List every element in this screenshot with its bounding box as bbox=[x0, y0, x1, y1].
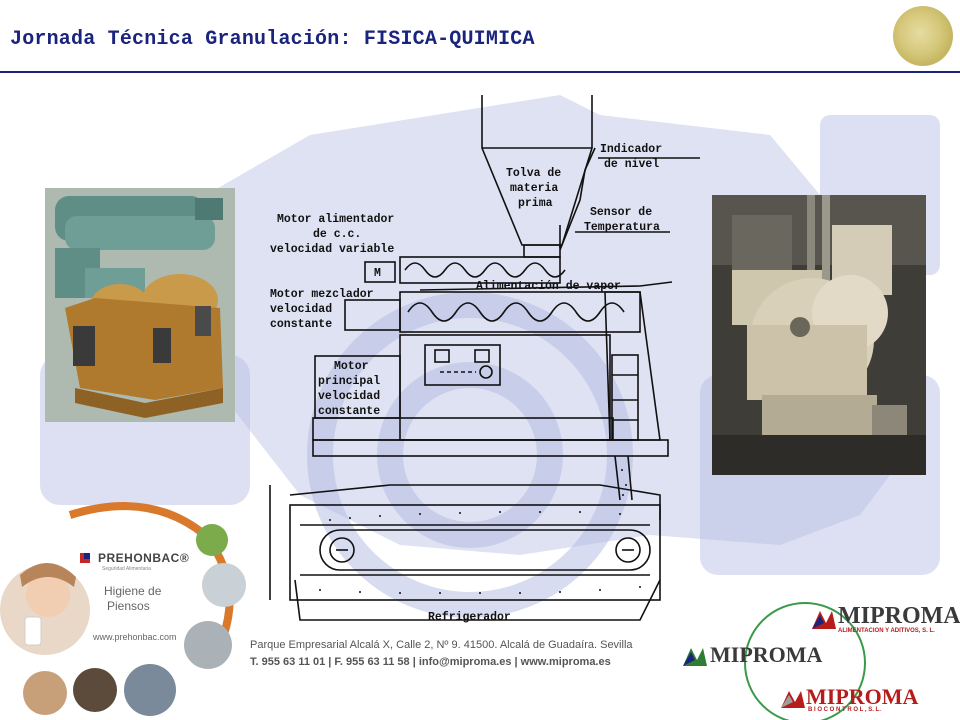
label-level-indicator-1: Indicador bbox=[600, 143, 662, 156]
label-motor-symbol: M bbox=[374, 267, 381, 280]
miproma-mark-icon-green bbox=[683, 648, 707, 666]
label-main-motor-1: Motor bbox=[334, 360, 369, 373]
miproma-tagline-1: ALIMENTACION Y ADITIVOS, S. L. bbox=[838, 628, 935, 634]
label-mixer-motor-3: constante bbox=[270, 318, 332, 331]
miproma-name-1: MIPROMA bbox=[838, 603, 960, 629]
miproma-mark-icon bbox=[812, 611, 836, 629]
label-temp-sensor-1: Sensor de bbox=[590, 206, 652, 219]
footer-address: Parque Empresarial Alcalá X, Calle 2, Nº… bbox=[250, 639, 633, 651]
label-cooler: Refrigerador bbox=[428, 611, 511, 624]
label-level-indicator-2: de nivel bbox=[604, 158, 659, 171]
prehonbac-ad-graphic bbox=[0, 502, 246, 716]
page-title: Jornada Técnica Granulación: FISICA-QUIM… bbox=[10, 28, 535, 51]
prehonbac-subtitle: Seguridad Alimentaria bbox=[102, 566, 151, 572]
label-feeder-motor-2: de c.c. bbox=[313, 228, 361, 241]
label-feeder-motor-1: Motor alimentador bbox=[277, 213, 394, 226]
prehonbac-line2: Piensos bbox=[107, 599, 150, 613]
prehonbac-line1: Higiene de bbox=[104, 584, 162, 598]
label-temp-sensor-2: Temperatura bbox=[584, 221, 660, 234]
miproma-logo-circle bbox=[744, 602, 866, 720]
label-main-motor-3: velocidad bbox=[318, 390, 380, 403]
prehonbac-url[interactable]: www.prehonbac.com bbox=[93, 632, 177, 642]
pellet-mill-illustration-photo bbox=[45, 188, 235, 422]
label-hopper-3: prima bbox=[518, 197, 553, 210]
label-hopper-1: Tolva de bbox=[506, 167, 561, 180]
miproma-tagline-3: B I O C O N T R O L , S. L. bbox=[808, 707, 881, 713]
label-mixer-motor-2: velocidad bbox=[270, 303, 332, 316]
miproma-name-2: MIPROMA bbox=[710, 642, 823, 667]
label-feeder-motor-3: velocidad variable bbox=[270, 243, 394, 256]
label-main-motor-2: principal bbox=[318, 375, 380, 388]
pellet-grain-photo bbox=[893, 6, 953, 66]
miproma-name-3: MIPROMA bbox=[806, 684, 919, 709]
prehonbac-brand: PREHONBAC® bbox=[98, 551, 190, 565]
footer-contact[interactable]: T. 955 63 11 01 | F. 955 63 11 58 | info… bbox=[250, 656, 611, 668]
label-main-motor-4: constante bbox=[318, 405, 380, 418]
label-hopper-2: materia bbox=[510, 182, 558, 195]
miproma-mark-icon-red bbox=[781, 691, 805, 708]
pellet-mill-machine-photo bbox=[712, 195, 926, 475]
label-mixer-motor-1: Motor mezclador bbox=[270, 288, 374, 301]
header-divider bbox=[0, 71, 960, 73]
label-steam-feed: Alimentación de vapor bbox=[476, 280, 621, 293]
